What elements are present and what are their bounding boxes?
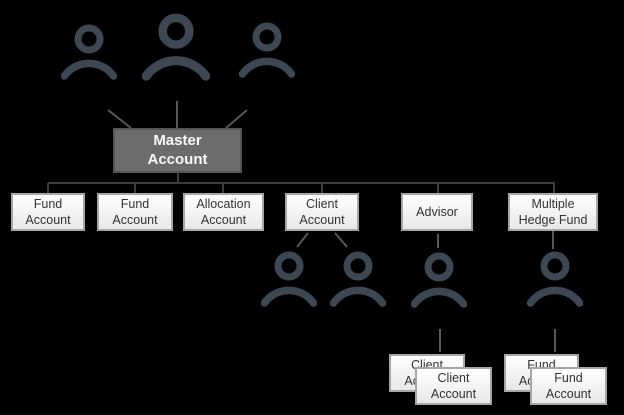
user-icon: [239, 22, 295, 78]
master-account-node: Master Account: [113, 128, 242, 173]
fund-account-stack-front: Fund Account: [530, 367, 607, 405]
fund-account-node-1: Fund Account: [11, 193, 85, 231]
user-icon: [142, 13, 210, 81]
client-account-stack-front: Client Account: [415, 367, 492, 405]
multiple-hedge-fund-node: Multiple Hedge Fund: [508, 193, 598, 231]
user-icon: [411, 252, 467, 308]
allocation-account-node: Allocation Account: [183, 193, 264, 231]
client-account-node: Client Account: [285, 193, 359, 231]
user-icon: [527, 251, 583, 307]
person-link-lines: [107, 101, 556, 352]
user-icon: [261, 251, 317, 307]
user-icon: [330, 251, 386, 307]
user-icon: [61, 24, 117, 80]
advisor-node: Advisor: [401, 193, 473, 231]
fund-account-node-2: Fund Account: [97, 193, 173, 231]
tree-lines: [47, 173, 555, 193]
